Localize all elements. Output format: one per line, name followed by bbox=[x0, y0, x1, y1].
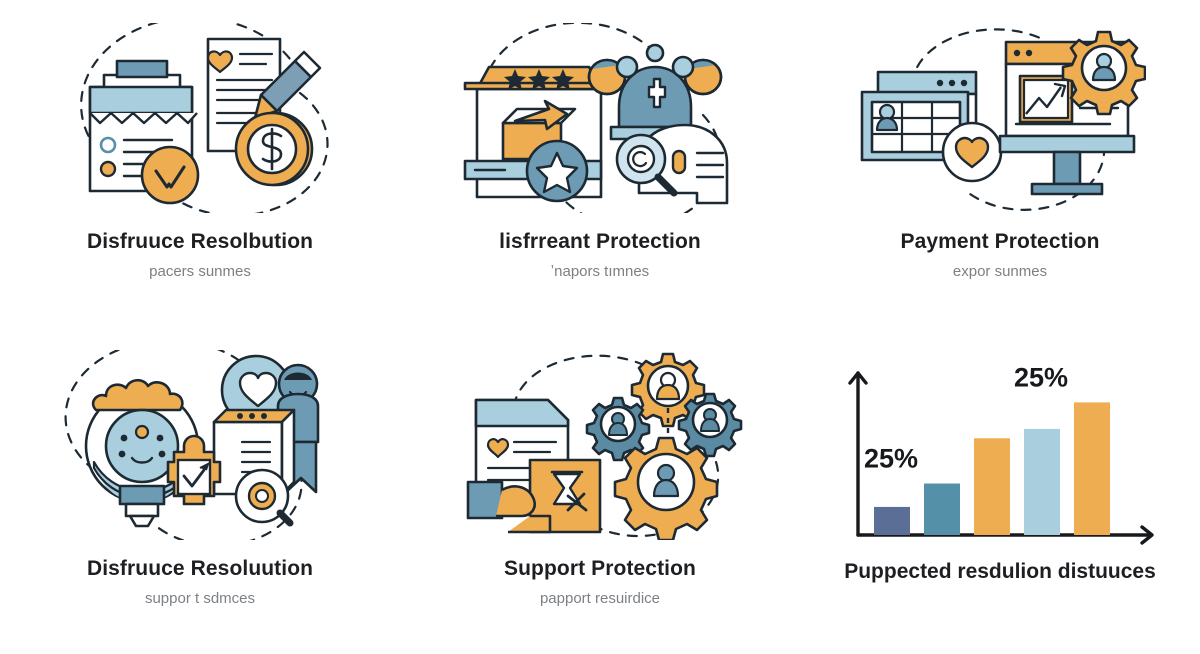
card-subtitle: ʼnapors tımnes bbox=[550, 263, 650, 280]
card-title: lisfrreant Protection bbox=[499, 230, 701, 253]
card-support-resolution[interactable]: Disfruuce Resoluution suppor t sdmces bbox=[0, 327, 400, 654]
chart-bar bbox=[874, 506, 910, 535]
card-title: Disfruuce Resoluution bbox=[86, 557, 314, 580]
card-merchant-protection[interactable]: lisfrreant Protection ʼnapors tımnes bbox=[400, 0, 800, 327]
clipboard-document-coin-illustration bbox=[40, 18, 360, 218]
card-dispute-resolution[interactable]: Disfruuce Resolbution pacers sunmes bbox=[0, 0, 400, 327]
chart-bar bbox=[974, 438, 1010, 535]
card-payment-protection[interactable]: Payment Protection expor sunmes bbox=[800, 0, 1200, 327]
card-subtitle: pacers sunmes bbox=[149, 263, 251, 280]
chart-bars bbox=[874, 402, 1110, 535]
storefront-crown-magnifier-illustration bbox=[440, 18, 760, 218]
card-subtitle: expor sunmes bbox=[952, 263, 1048, 280]
card-support-protection[interactable]: Support Protection papport resuirdice bbox=[400, 327, 800, 654]
card-subtitle: suppor t sdmces bbox=[144, 590, 256, 607]
chart-title: Puppected resdulion distuuces bbox=[844, 560, 1156, 583]
chart-bar bbox=[924, 483, 960, 535]
bar-chart: 25% 25% bbox=[830, 345, 1170, 550]
chart-data-labels: 25% 25% bbox=[864, 362, 1068, 473]
lightbulb-person-ribbon-illustration bbox=[40, 345, 360, 545]
chart-bar bbox=[1074, 402, 1110, 535]
card-title: Disfruuce Resolbution bbox=[86, 230, 314, 253]
chart-data-label: 25% bbox=[1014, 362, 1068, 392]
chart-bar bbox=[1024, 428, 1060, 535]
document-hand-gears-illustration bbox=[440, 345, 760, 545]
card-title: Support Protection bbox=[504, 557, 696, 580]
chart-data-label: 25% bbox=[864, 444, 918, 474]
browser-monitor-gear-illustration bbox=[840, 18, 1160, 218]
card-subtitle: papport resuirdice bbox=[539, 590, 661, 607]
card-expected-resolution-distances[interactable]: 25% 25% Puppected resdulion distuuces bbox=[800, 327, 1200, 654]
card-title: Payment Protection bbox=[900, 230, 1100, 253]
